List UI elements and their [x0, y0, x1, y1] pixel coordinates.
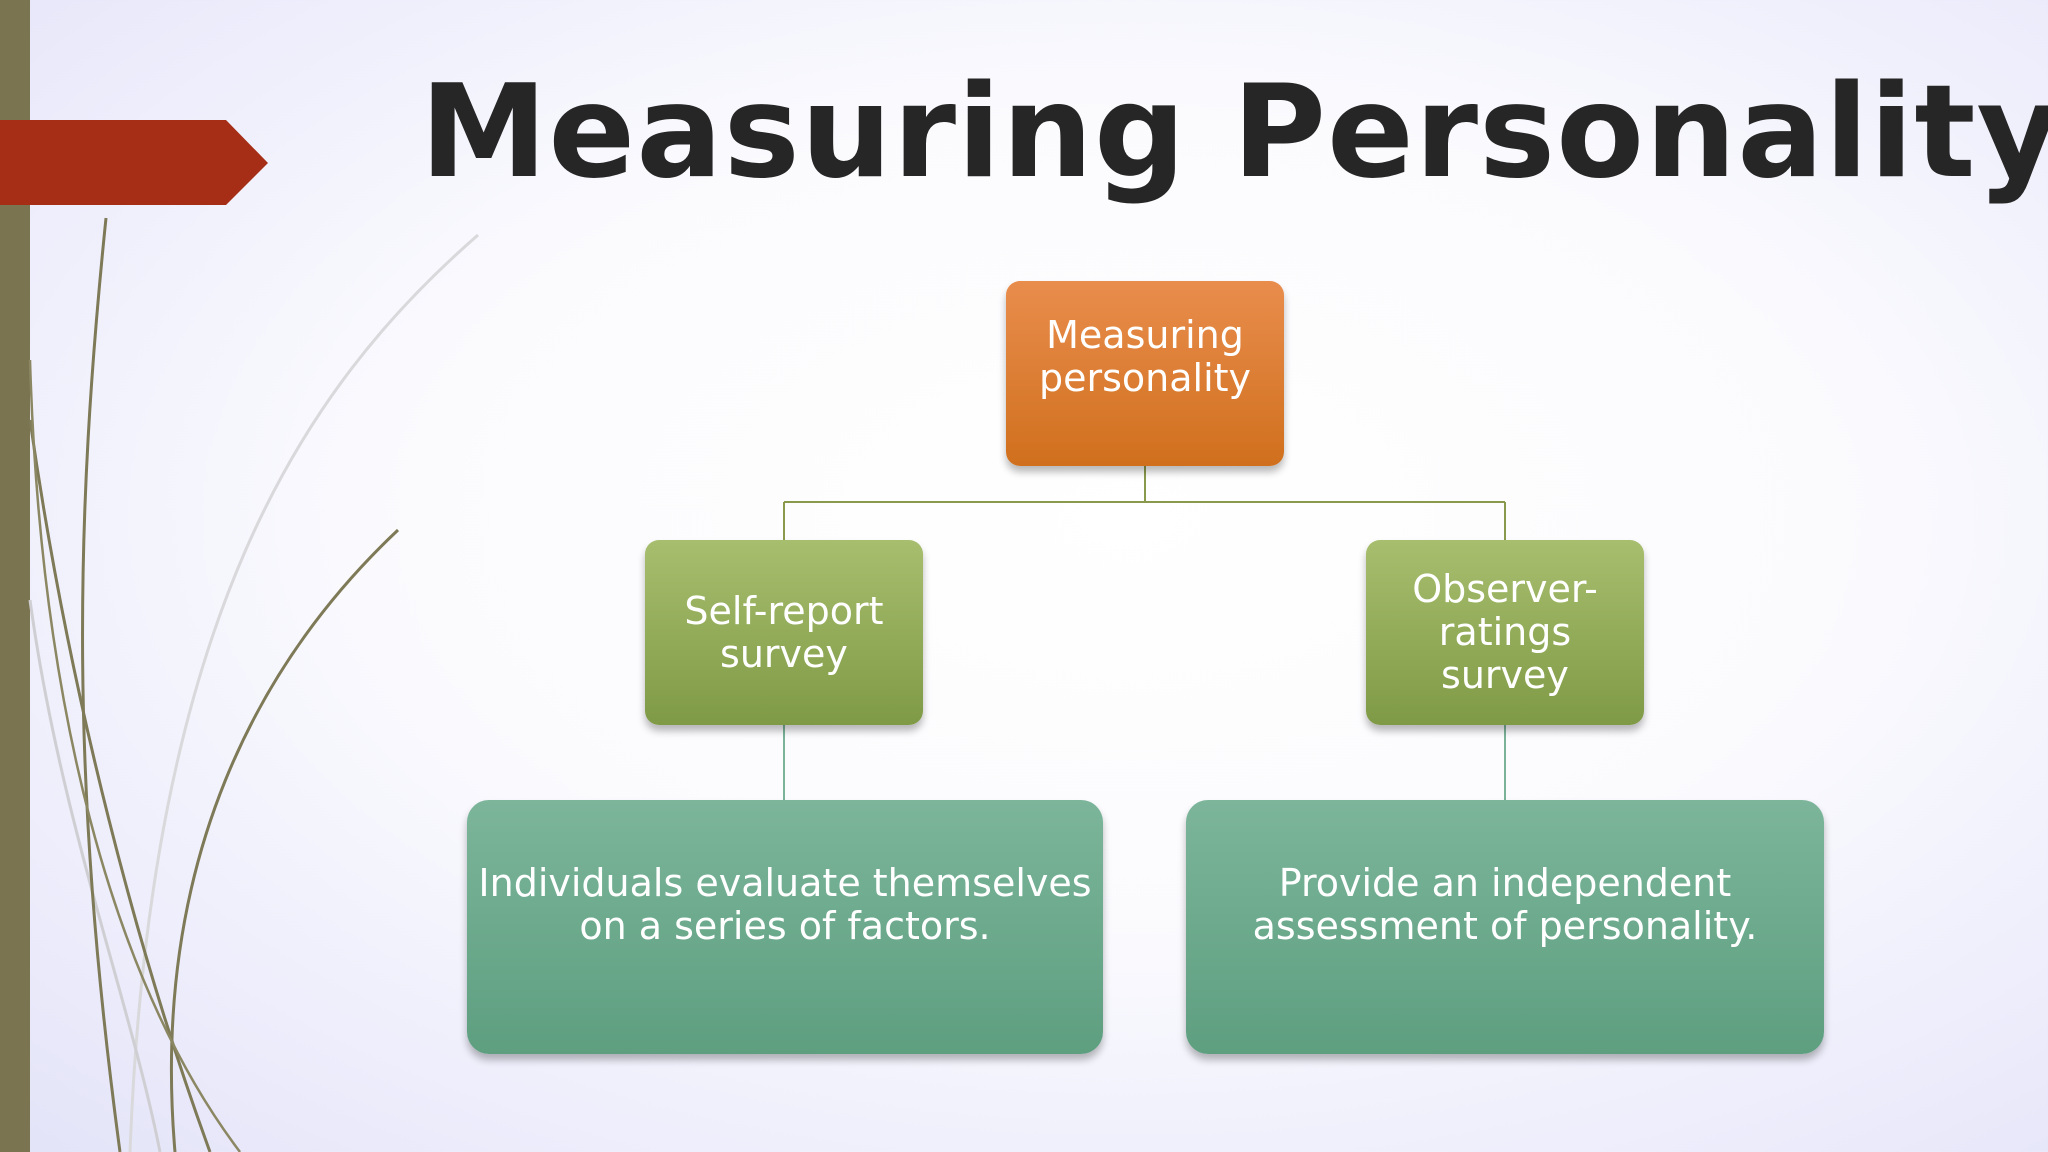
accent-arrow: [0, 120, 268, 205]
grass-stroke-2: [28, 419, 212, 1152]
node-root-label: Measuring personality: [1038, 312, 1252, 400]
grass-stroke-pale-1: [128, 233, 479, 1152]
node-self-report-label: Self-report survey: [684, 588, 884, 676]
node-observer-ratings-label: Observer- ratings survey: [1412, 567, 1598, 697]
grass-stroke-3: [170, 528, 400, 1152]
grass-stroke-1: [81, 217, 122, 1152]
node-observer-ratings-description-text: Provide an independent assessment of per…: [1252, 861, 1758, 948]
connector-lines: [783, 466, 1506, 540]
node-observer-ratings-description: Provide an independent assessment of per…: [1186, 800, 1824, 1054]
node-observer-ratings-survey: Observer- ratings survey: [1366, 540, 1644, 725]
node-self-report-description-text: Individuals evaluate themselves on a ser…: [478, 861, 1092, 948]
grass-stroke-pale-2: [28, 599, 162, 1152]
node-self-report-survey: Self-report survey: [645, 540, 923, 725]
node-self-report-description: Individuals evaluate themselves on a ser…: [467, 800, 1103, 1054]
slide-title: Measuring Personality: [420, 58, 2048, 207]
connector-lines-lower: [783, 725, 1506, 800]
node-root: Measuring personality: [1006, 281, 1284, 466]
grass-stroke-4: [28, 359, 241, 1152]
